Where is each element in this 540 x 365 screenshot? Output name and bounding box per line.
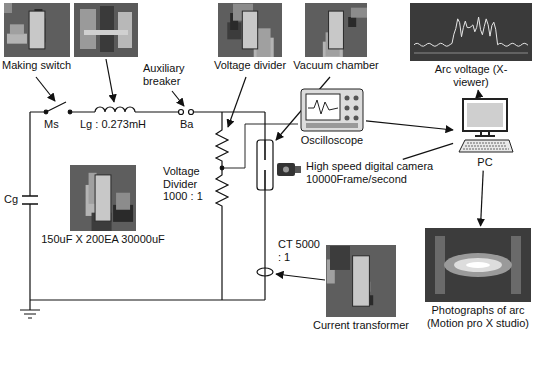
arc-photo-node: Photographs of arc (Motion pro X studio) xyxy=(422,228,534,329)
photo-illustration xyxy=(326,245,396,317)
caption: Vacuum chamber xyxy=(293,57,378,72)
wave-picture xyxy=(410,3,532,61)
arc-picture xyxy=(425,228,531,302)
photo-illustration xyxy=(70,165,136,231)
inductor-symbol xyxy=(95,107,135,112)
photo-picture xyxy=(70,165,136,231)
breaker-photo xyxy=(74,3,138,57)
pc-illustration xyxy=(455,98,515,154)
ct-symbol xyxy=(257,268,273,276)
switch-label: Ms xyxy=(44,118,59,131)
divider-label: Voltage Divider 1000 : 1 xyxy=(163,165,213,203)
connector-arrow xyxy=(481,171,484,226)
inductor-label: Lg : 0.273mH xyxy=(80,118,146,131)
breaker-symbol xyxy=(179,110,184,115)
connector-arrow xyxy=(366,121,453,130)
photo-illustration xyxy=(218,3,282,57)
caption: High speed digital camera 10000Frame/sec… xyxy=(302,160,446,185)
leader-arrow xyxy=(172,91,184,106)
camera-picture xyxy=(276,160,302,178)
caption: Oscilloscope xyxy=(301,132,363,147)
photo-illustration xyxy=(4,3,70,57)
wire xyxy=(135,111,178,112)
wire xyxy=(30,299,265,300)
ct-label: CT 5000 : 1 xyxy=(278,238,324,263)
wire xyxy=(264,112,265,300)
voltage-divider-symbol xyxy=(216,112,228,300)
leader-arrow xyxy=(36,77,55,101)
caption: PC xyxy=(477,154,492,169)
capacitor-label: Cg xyxy=(4,193,18,206)
osc-illustration xyxy=(300,88,364,132)
photo-node: Current transformer xyxy=(313,245,409,332)
osc-picture xyxy=(300,88,364,132)
caption: Photographs of arc (Motion pro X studio) xyxy=(422,302,534,329)
camera-node: High speed digital camera 10000Frame/sec… xyxy=(276,160,446,185)
camera-illustration xyxy=(276,160,302,178)
making-switch-symbol xyxy=(30,102,95,112)
caption: Making switch xyxy=(2,57,71,72)
oscilloscope-node: Oscilloscope xyxy=(300,88,364,147)
caption: Current transformer xyxy=(313,317,409,332)
capacitor-photo-node: 150uF X 200EA 30000uF xyxy=(41,165,165,246)
capacitor-symbol xyxy=(22,196,38,204)
leader-arrow xyxy=(228,77,246,127)
wave-illustration xyxy=(410,3,532,61)
connector-arrow xyxy=(478,90,480,96)
leader-arrow xyxy=(106,59,114,102)
photo-picture xyxy=(218,3,282,57)
photo-picture xyxy=(326,245,396,317)
photo-picture xyxy=(4,3,70,57)
wire xyxy=(29,112,30,300)
photo-node: Vacuum chamber xyxy=(293,3,378,72)
ground-symbol xyxy=(20,300,40,318)
connector-arrow xyxy=(403,143,453,159)
pc-picture xyxy=(455,98,515,154)
wire xyxy=(194,111,265,112)
screen-photo-node: Arc voltage (X- viewer) xyxy=(410,3,532,88)
photo-node: Voltage divider xyxy=(214,3,286,72)
arc-illustration xyxy=(425,228,531,302)
pc-node: PC xyxy=(455,98,515,169)
caption: Arc voltage (X- viewer) xyxy=(429,61,513,88)
caption: 150uF X 200EA 30000uF xyxy=(41,231,165,246)
breaker-label: Auxiliary breaker xyxy=(143,62,201,87)
caption: Voltage divider xyxy=(214,57,286,72)
photo-picture xyxy=(305,3,367,57)
breaker-label: Ba xyxy=(180,118,193,131)
photo-node: Making switch xyxy=(2,3,71,72)
vacuum-chamber-symbol xyxy=(257,140,273,190)
photo-illustration xyxy=(305,3,367,57)
leader-arrow xyxy=(276,274,325,280)
